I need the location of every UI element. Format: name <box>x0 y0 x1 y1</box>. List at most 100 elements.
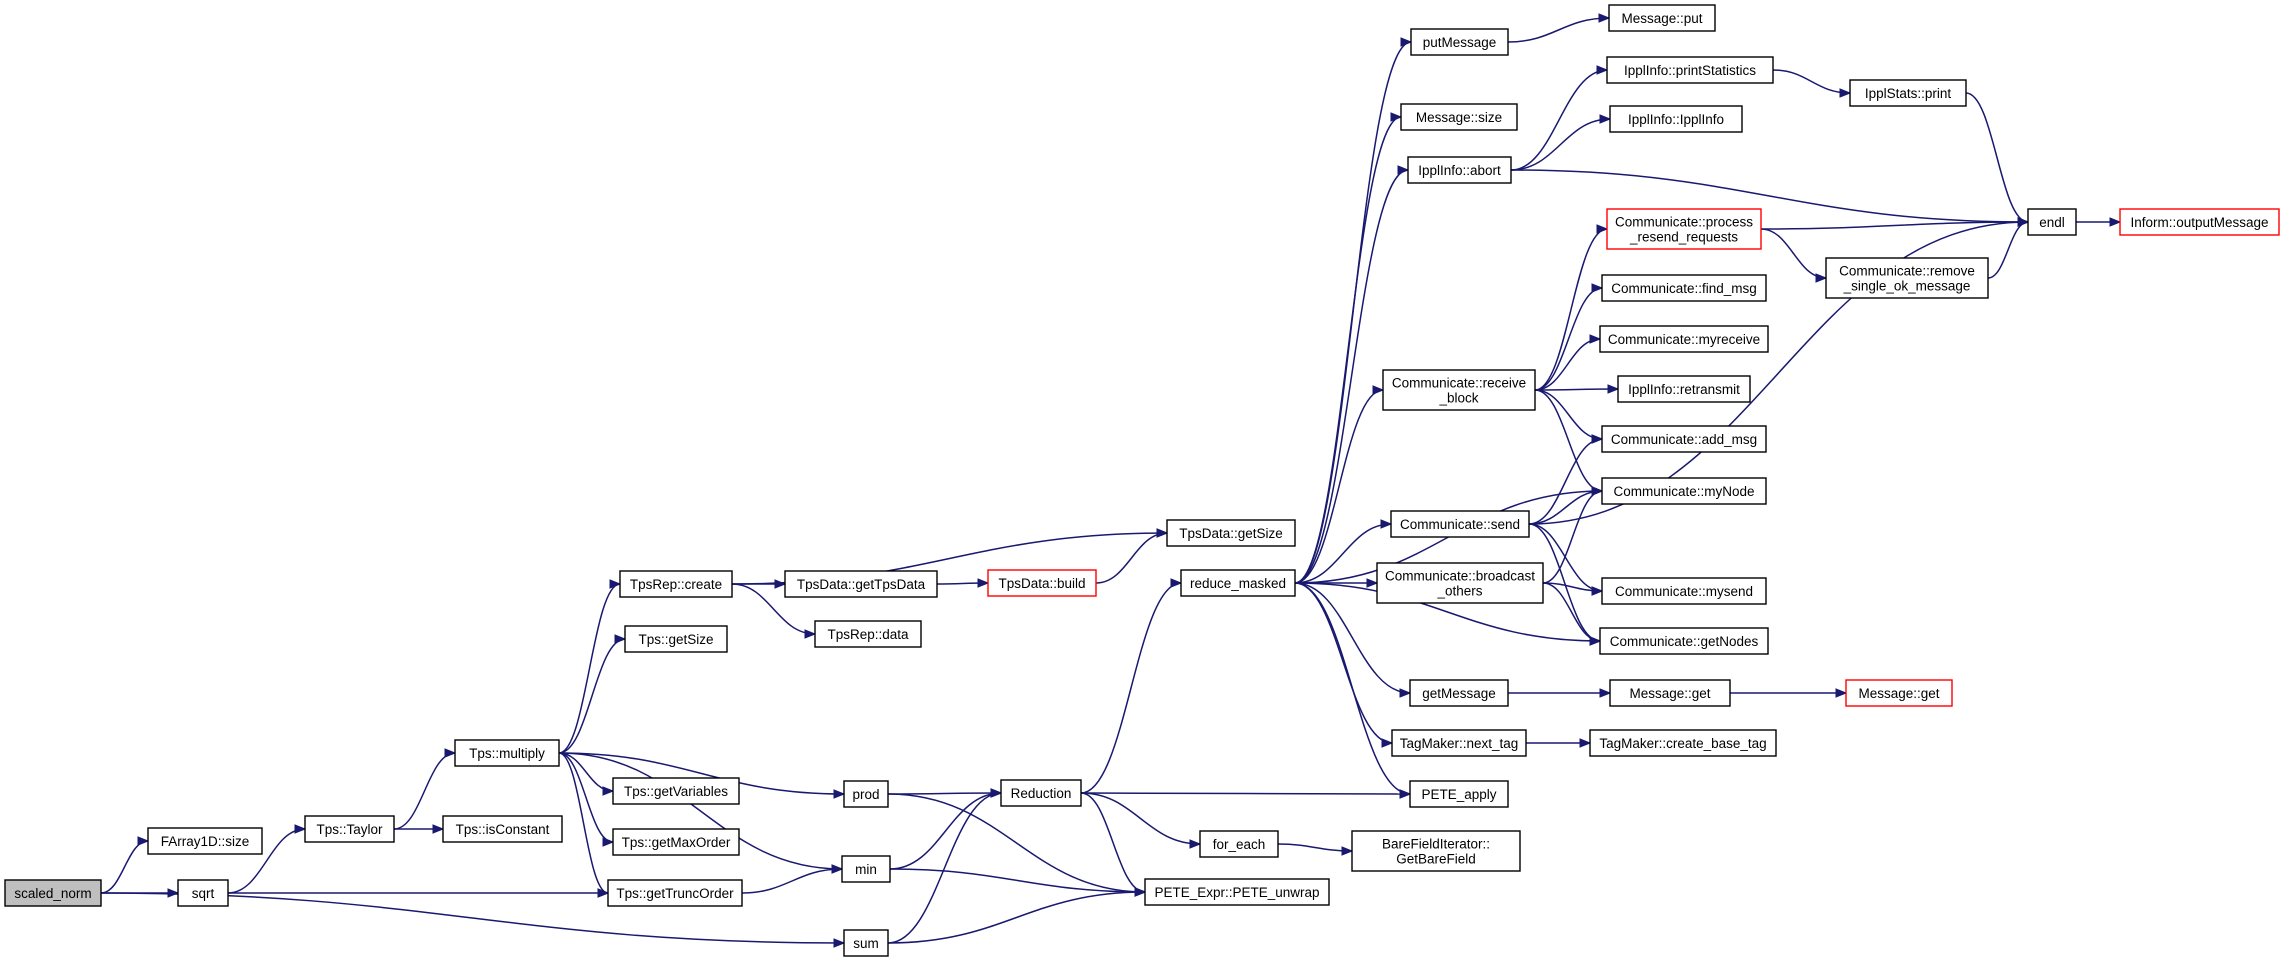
edge-reduce-masked-to-tagmaker-next-tag <box>1294 582 1393 744</box>
node-label: Communicate::add_msg <box>1611 432 1757 447</box>
node-ipplinfo-printstatistics[interactable]: IpplInfo::printStatistics <box>1606 56 1774 84</box>
edge-reduction-to-pete-apply <box>1080 792 1411 795</box>
node-label: Communicate::mysend <box>1615 584 1753 599</box>
node-label: BareFieldIterator:: <box>1382 837 1490 852</box>
node-sum[interactable]: sum <box>843 929 889 957</box>
node-comm-mysend[interactable]: Communicate::mysend <box>1601 577 1767 605</box>
arrow-head <box>1839 88 1852 98</box>
node-message-size[interactable]: Message::size <box>1400 103 1518 131</box>
node-label: Communicate::receive <box>1392 376 1526 391</box>
node-box <box>1601 477 1767 505</box>
node-message-get[interactable]: Message::get <box>1609 679 1731 707</box>
node-tps-isconstant[interactable]: Tps::isConstant <box>442 815 563 843</box>
arrow-head <box>1134 887 1147 897</box>
edge-scaled-norm-to-farray1d-size <box>100 840 149 894</box>
node-tps-getmaxorder[interactable]: Tps::getMaxOrder <box>612 828 740 856</box>
node-ipplstats-print[interactable]: IpplStats::print <box>1849 79 1967 107</box>
node-scaled-norm[interactable]: scaled_norm <box>4 879 102 907</box>
node-reduce-masked[interactable]: reduce_masked <box>1180 569 1296 597</box>
node-tpsrep-create[interactable]: TpsRep::create <box>619 570 733 598</box>
node-tpsrep-data[interactable]: TpsRep::data <box>814 620 922 648</box>
node-farray1d-size[interactable]: FArray1D::size <box>147 827 263 855</box>
node-message-get2[interactable]: Message::get <box>1845 679 1953 707</box>
node-box <box>987 569 1097 597</box>
node-barefielditerator[interactable]: BareFieldIterator::GetBareField <box>1351 830 1521 872</box>
edge-sqrt-to-tps-taylor <box>227 828 306 894</box>
node-tpsdata-getsize[interactable]: TpsData::getSize <box>1166 519 1296 547</box>
node-label: Message::get <box>1858 686 1939 701</box>
node-label: Communicate::myreceive <box>1608 332 1760 347</box>
node-sqrt[interactable]: sqrt <box>177 879 229 907</box>
node-box <box>1390 510 1530 538</box>
edge-sum-to-reduction <box>887 792 1002 944</box>
node-tpsdata-gettpsdata[interactable]: TpsData::getTpsData <box>784 570 938 598</box>
node-box <box>1407 156 1512 184</box>
node-tagmaker-next-tag[interactable]: TagMaker::next_tag <box>1391 729 1527 757</box>
arrow-head <box>990 788 1003 798</box>
arrow-head <box>804 629 817 639</box>
node-label: Message::size <box>1416 110 1502 125</box>
node-for-each[interactable]: for_each <box>1199 830 1279 858</box>
node-tpsdata-build[interactable]: TpsData::build <box>987 569 1097 597</box>
node-endl[interactable]: endl <box>2027 208 2077 236</box>
node-tps-gettruncorder[interactable]: Tps::getTruncOrder <box>607 879 743 907</box>
node-box <box>2119 208 2280 236</box>
node-prod[interactable]: prod <box>843 780 889 808</box>
node-label: IpplInfo::IpplInfo <box>1628 112 1724 127</box>
node-label: getMessage <box>1422 686 1496 701</box>
node-box <box>1144 878 1330 906</box>
node-tps-getvariables[interactable]: Tps::getVariables <box>612 777 740 805</box>
node-comm-add-msg[interactable]: Communicate::add_msg <box>1601 425 1767 453</box>
arrow-head <box>1156 528 1169 538</box>
node-tps-getsize[interactable]: Tps::getSize <box>624 625 728 653</box>
node-box <box>1391 729 1527 757</box>
node-comm-getnodes[interactable]: Communicate::getNodes <box>1599 627 1769 655</box>
node-tagmaker-create-base-tag[interactable]: TagMaker::create_base_tag <box>1589 729 1777 757</box>
node-comm-broadcast-others[interactable]: Communicate::broadcast_others <box>1376 562 1544 604</box>
arrow-head <box>1399 688 1412 698</box>
node-message-put[interactable]: Message::put <box>1608 4 1716 32</box>
node-box <box>612 777 740 805</box>
node-box <box>304 815 395 843</box>
node-getmessage[interactable]: getMessage <box>1409 679 1509 707</box>
node-ipplinfo-ipplinfo[interactable]: IpplInfo::IpplInfo <box>1609 105 1743 133</box>
node-tps-multiply[interactable]: Tps::multiply <box>454 739 560 767</box>
node-ipplinfo-abort[interactable]: IpplInfo::abort <box>1407 156 1512 184</box>
arrow-head <box>1598 13 1611 23</box>
node-comm-process-resend-requests[interactable]: Communicate::process_resend_requests <box>1606 208 1762 250</box>
node-min[interactable]: min <box>841 855 891 883</box>
node-label: Communicate::find_msg <box>1611 281 1757 296</box>
edge-comm-receive-block-to-ipplinfo-retransmit <box>1534 388 1619 391</box>
arrow-head <box>1815 273 1828 283</box>
node-putmessage[interactable]: putMessage <box>1410 28 1509 56</box>
node-tps-taylor[interactable]: Tps::Taylor <box>304 815 395 843</box>
node-reduction[interactable]: Reduction <box>1000 779 1082 807</box>
edge-reduction-to-for-each <box>1080 792 1201 845</box>
arrow-head <box>167 888 180 898</box>
edge-for-each-to-barefielditerator <box>1277 843 1353 852</box>
node-pete-apply[interactable]: PETE_apply <box>1409 780 1509 808</box>
node-label: Communicate::broadcast <box>1385 569 1535 584</box>
arrow-head <box>2109 217 2122 227</box>
node-box <box>1376 562 1544 604</box>
node-comm-remove-single-ok-message[interactable]: Communicate::remove_single_ok_message <box>1825 257 1989 299</box>
node-box <box>784 570 938 598</box>
edge-comm-receive-block-to-comm-myreceive <box>1534 338 1601 391</box>
arrow-head <box>1589 636 1602 646</box>
arrow-head <box>1591 283 1604 293</box>
node-comm-myreceive[interactable]: Communicate::myreceive <box>1599 325 1769 353</box>
node-label: Communicate::getNodes <box>1610 634 1759 649</box>
node-pete-unwrap[interactable]: PETE_Expr::PETE_unwrap <box>1144 878 1330 906</box>
node-box <box>4 879 102 907</box>
node-comm-receive-block[interactable]: Communicate::receive_block <box>1382 369 1536 411</box>
node-comm-send[interactable]: Communicate::send <box>1390 510 1530 538</box>
arrow-head <box>1341 846 1354 856</box>
edge-tps-multiply-to-tps-getsize <box>558 638 626 754</box>
node-comm-mynode[interactable]: Communicate::myNode <box>1601 477 1767 505</box>
node-comm-find-msg[interactable]: Communicate::find_msg <box>1601 274 1767 302</box>
arrow-head <box>1599 688 1612 698</box>
node-label: PETE_apply <box>1421 787 1496 802</box>
node-ipplinfo-retransmit[interactable]: IpplInfo::retransmit <box>1617 375 1751 403</box>
node-inform-outputmessage[interactable]: Inform::outputMessage <box>2119 208 2280 236</box>
